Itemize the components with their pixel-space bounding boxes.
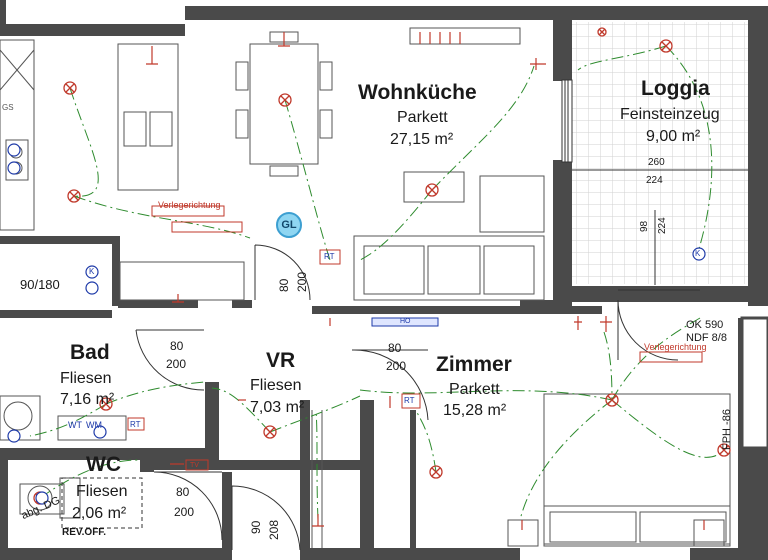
radiator xyxy=(409,27,521,45)
bed xyxy=(507,393,731,547)
room-area-zimmer: 15,28 m² xyxy=(443,402,507,419)
room-name-vr: VR xyxy=(266,349,296,372)
wc-box xyxy=(61,477,143,529)
socket-boxes xyxy=(127,205,703,471)
rev-off-label: REV.OFF. xyxy=(62,527,107,538)
loggia-floor-tiles xyxy=(572,22,748,284)
hallway-wardrobe xyxy=(311,410,323,548)
door-height-wc: 200 xyxy=(174,505,195,519)
room-area-wc: 2,06 m² xyxy=(72,505,127,522)
room-name-wc: WC xyxy=(86,453,121,476)
sofa xyxy=(353,171,545,301)
fph-label: FPH -86 xyxy=(721,409,733,450)
door-width-wk: 80 xyxy=(277,278,291,292)
kitchen-counter xyxy=(0,39,35,231)
room-area-bad: 7,16 m² xyxy=(60,391,115,408)
rt-label-1: RT xyxy=(324,252,335,261)
door-width-bad: 80 xyxy=(170,339,184,353)
room-floor-wc: Fliesen xyxy=(76,483,128,500)
room-name-wohnkueche: Wohnküche xyxy=(358,81,477,104)
room-name-loggia: Loggia xyxy=(641,77,710,100)
kitchen-island xyxy=(117,43,179,191)
loggia-dim-260: 260 xyxy=(648,157,665,168)
door-height-zimmer: 200 xyxy=(386,359,407,373)
loggia-dim-224b: 224 xyxy=(657,217,668,234)
room-floor-loggia: Feinsteinzeug xyxy=(620,106,720,123)
door-height-vr: 208 xyxy=(267,519,281,540)
window-size-label: 90/180 xyxy=(20,277,60,292)
dining-table xyxy=(235,31,333,177)
loggia-window xyxy=(561,79,748,291)
ho-label: HO xyxy=(400,318,411,325)
ndf-label: NDF 8/8 xyxy=(686,332,727,344)
rt-label-2: RT xyxy=(130,420,141,429)
loggia-dim-98: 98 xyxy=(639,220,650,232)
ok-label: OK 590 xyxy=(686,319,724,331)
wiring xyxy=(29,45,723,521)
room-floor-vr: Fliesen xyxy=(250,377,302,394)
door-swings xyxy=(135,244,679,551)
door-height-wk: 200 xyxy=(295,271,309,292)
loggia-dim-224: 224 xyxy=(646,175,663,186)
door-height-bad: 200 xyxy=(166,357,187,371)
verlegerichtung-label-1: Verlegerichtung xyxy=(158,200,221,210)
room-area-vr: 7,03 m² xyxy=(250,399,305,416)
wt-label: WT xyxy=(68,420,82,430)
door-width-zimmer: 80 xyxy=(388,341,402,355)
room-floor-wohnkueche: Parkett xyxy=(397,109,448,126)
tv-label: TV xyxy=(190,462,199,469)
cabinet xyxy=(119,261,245,301)
wm-label: WM xyxy=(86,420,102,430)
sockets xyxy=(146,32,705,530)
door-width-vr: 90 xyxy=(249,520,263,534)
gl-marker: GL xyxy=(276,212,302,238)
room-area-loggia: 9,00 m² xyxy=(646,128,701,145)
gs-label: GS xyxy=(2,103,14,112)
room-area-wohnkueche: 27,15 m² xyxy=(390,131,454,148)
k-label-2: K xyxy=(89,267,95,276)
door-width-wc: 80 xyxy=(176,485,190,499)
room-floor-zimmer: Parkett xyxy=(449,381,500,398)
room-name-bad: Bad xyxy=(70,341,110,364)
room-name-zimmer: Zimmer xyxy=(436,353,512,376)
rt-label-3: RT xyxy=(404,396,415,405)
room-floor-bad: Fliesen xyxy=(60,370,112,387)
appliance-symbols xyxy=(7,143,706,505)
k-label-1: K xyxy=(695,249,701,258)
verlegerichtung-label-2: Verlegerichtung xyxy=(644,342,707,352)
